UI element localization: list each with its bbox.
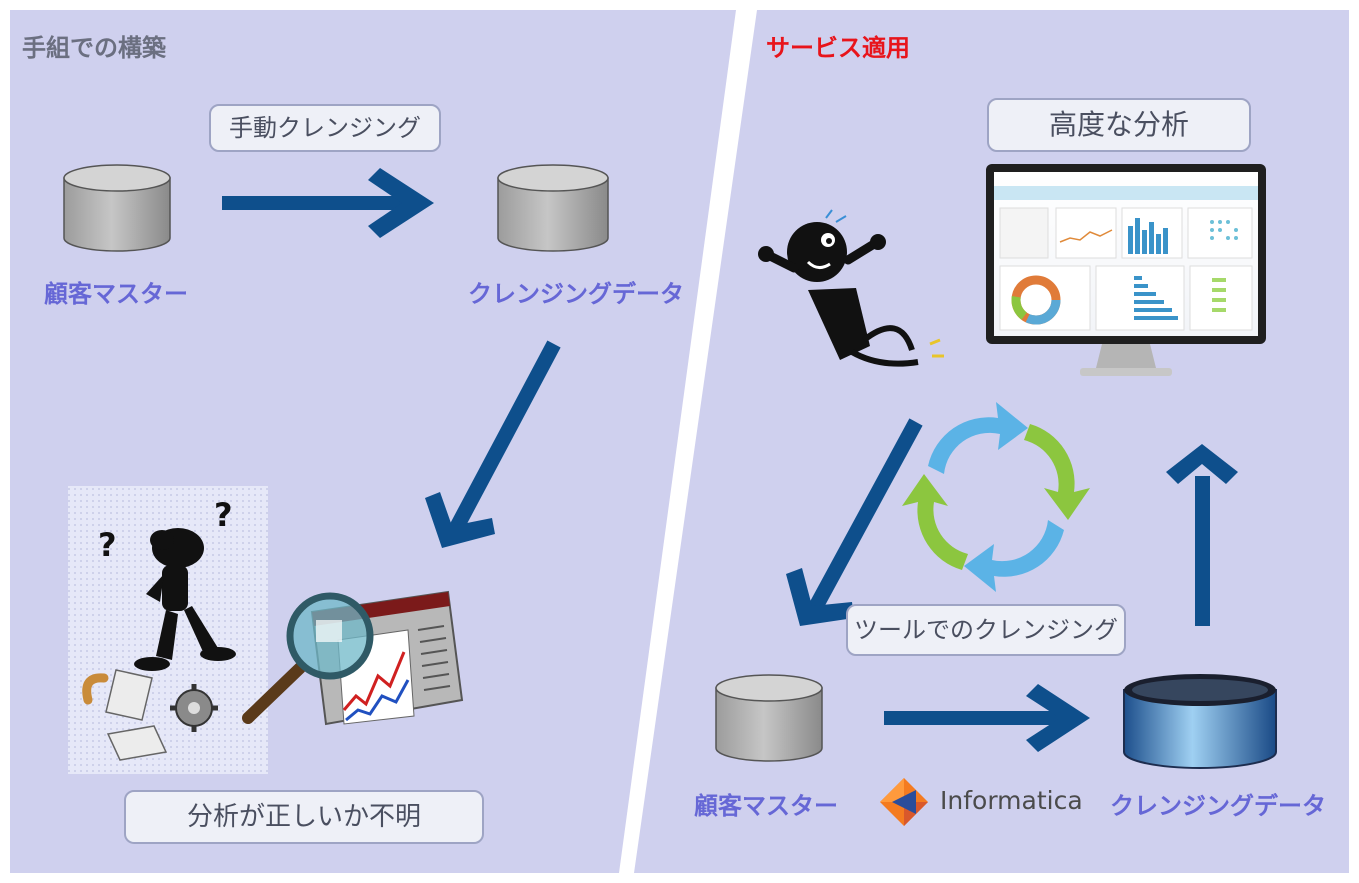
database-icon (715, 674, 823, 762)
database-icon (497, 164, 609, 252)
happy-user-illustration (758, 209, 944, 367)
svg-text:?: ? (214, 496, 233, 534)
arrow-tool-cleansing (884, 684, 1090, 752)
left-panel-title: 手組での構築 (22, 34, 166, 62)
right-panel-title: サービス適用 (766, 34, 910, 62)
arrow-to-analysis (425, 340, 561, 548)
arrow-manual-cleansing (222, 168, 434, 238)
svg-text:?: ? (98, 526, 117, 564)
database-icon-cleansed (1123, 674, 1277, 769)
callout-analysis-unclear: 分析が正しいか不明 (124, 790, 484, 844)
magnifier-icon (242, 592, 374, 724)
label-customer-master-left: 顧客マスター (44, 280, 188, 308)
label-cleansed-data-right: クレンジングデータ (1110, 792, 1326, 820)
informatica-logo-text: Informatica (940, 786, 1083, 815)
arrow-to-analysis-right (1166, 444, 1238, 626)
database-icon (63, 164, 171, 252)
label-cleansed-data-left: クレンジングデータ (468, 280, 684, 308)
arrow-data-to-source (786, 418, 923, 626)
callout-advanced-analysis: 高度な分析 (987, 98, 1251, 152)
label-customer-master-right: 顧客マスター (694, 792, 838, 820)
informatica-logo-icon (880, 778, 928, 826)
confused-analysis-illustration: ? ? (68, 486, 268, 774)
monitor-icon (986, 164, 1266, 376)
cycle-icon (902, 402, 1090, 592)
callout-tool-cleansing: ツールでのクレンジング (846, 604, 1126, 656)
callout-manual-cleansing: 手動クレンジング (209, 104, 441, 152)
